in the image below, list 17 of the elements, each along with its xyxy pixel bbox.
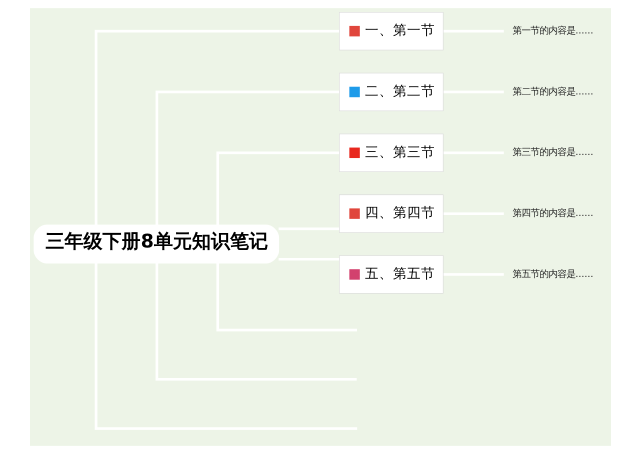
node-text: 第二节的内容是......: [512, 86, 593, 98]
node-box: 三年级下册8单元知识笔记: [33, 224, 279, 264]
node-text: 第五节的内容是......: [512, 268, 593, 280]
connector: [94, 30, 339, 226]
node-box: 五、第五节: [338, 255, 444, 294]
connector: [94, 263, 357, 430]
connector: [155, 90, 339, 226]
node-box: 二、第二节: [338, 72, 444, 112]
node-text: 第四节的内容是......: [512, 208, 593, 219]
node-box: 三、第三节: [338, 134, 444, 172]
node-text: 第三节的内容是......: [512, 147, 593, 158]
connector: [216, 152, 339, 226]
node-box: 四、第四节: [338, 194, 444, 233]
connector: [216, 263, 356, 332]
node-box: 一、第一节: [338, 12, 444, 50]
node-text: 第一节的内容是......: [512, 25, 593, 36]
connector: [155, 263, 356, 381]
